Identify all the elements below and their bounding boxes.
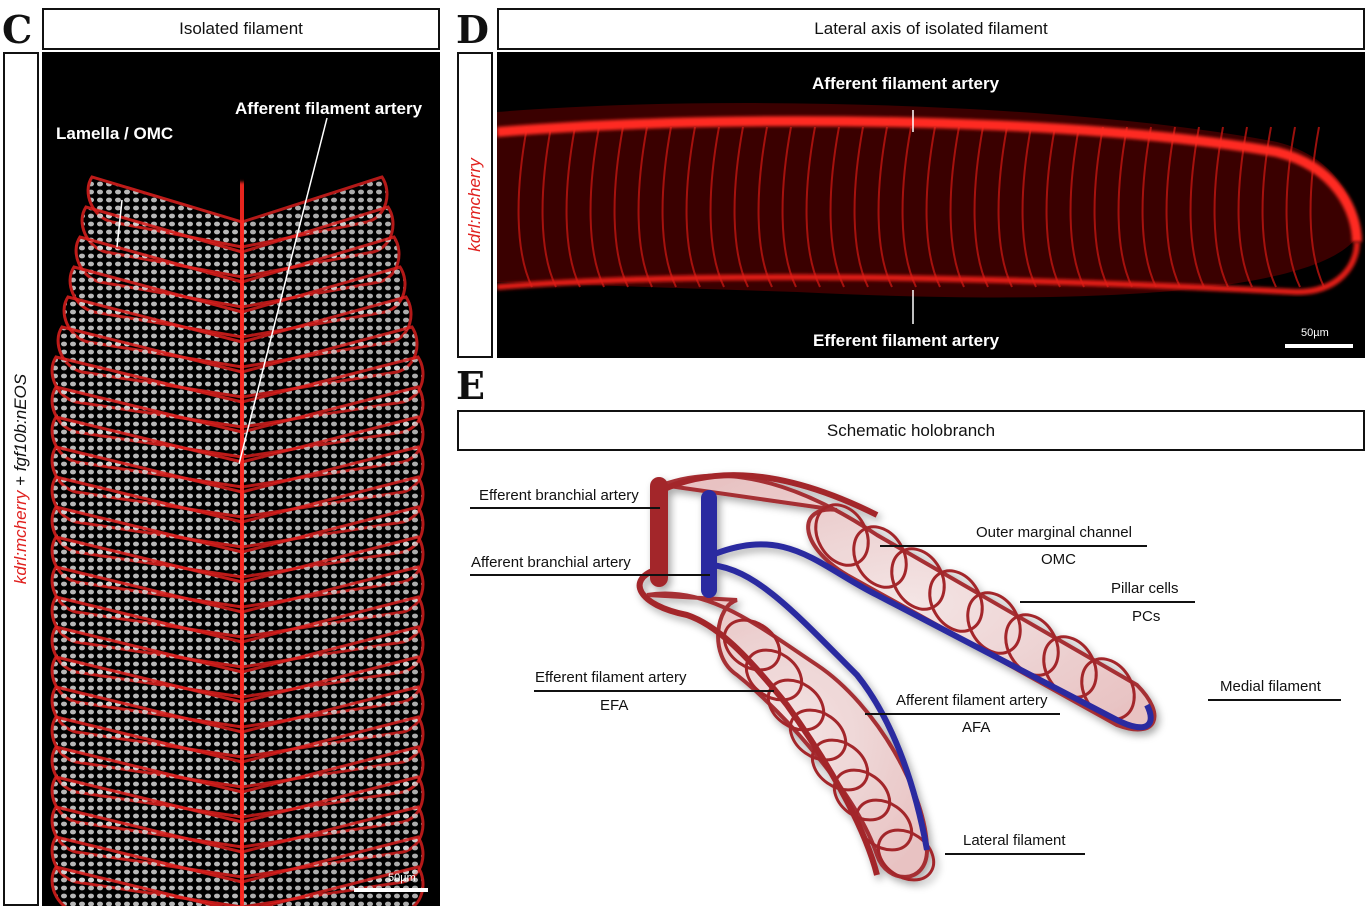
lamella bbox=[1213, 126, 1229, 288]
lamella-loop bbox=[1042, 635, 1098, 699]
lamella-loop bbox=[890, 547, 946, 611]
lamella-loop bbox=[814, 503, 870, 567]
annotation-afa: Afferent filament artery bbox=[235, 99, 423, 118]
panel-d-title-text: Lateral axis of isolated filament bbox=[814, 19, 1048, 38]
panel-letter-c: C bbox=[2, 7, 33, 52]
lamella-loop bbox=[928, 569, 984, 633]
panel-d-image: Afferent filament artery Efferent filame… bbox=[497, 52, 1365, 358]
filament-micrograph bbox=[50, 117, 425, 906]
lamella bbox=[781, 126, 797, 288]
lamella bbox=[709, 126, 725, 288]
lamella bbox=[973, 126, 989, 288]
panel-d-side-label: kdrl:mcherry bbox=[457, 52, 493, 358]
label-plus: + bbox=[11, 471, 30, 491]
label-omc-abbr: OMC bbox=[1041, 551, 1076, 568]
label-afferent-branchial-artery: Afferent branchial artery bbox=[471, 554, 631, 571]
panel-c-title-text: Isolated filament bbox=[179, 19, 303, 38]
leader-line bbox=[1208, 699, 1341, 701]
lamella bbox=[1141, 126, 1157, 288]
label-afa: Afferent filament artery bbox=[896, 692, 1048, 709]
annotation-efa-d: Efferent filament artery bbox=[813, 331, 1000, 350]
lamella bbox=[1093, 126, 1109, 288]
lamella-loop bbox=[876, 828, 936, 882]
lamella bbox=[1165, 126, 1181, 288]
label-lateral-filament: Lateral filament bbox=[963, 832, 1066, 849]
annotation-afa-d: Afferent filament artery bbox=[812, 74, 1000, 93]
scale-bar bbox=[354, 888, 428, 892]
annotation-lamella: Lamella / OMC bbox=[56, 124, 174, 143]
scale-bar-d bbox=[1285, 344, 1353, 348]
lamella bbox=[1069, 126, 1085, 288]
lamella bbox=[1189, 126, 1205, 288]
label-medial-filament: Medial filament bbox=[1220, 678, 1321, 695]
lamella bbox=[685, 126, 701, 288]
label-fgf10b: fgf10b:nEOS bbox=[11, 373, 30, 472]
lamella bbox=[50, 865, 224, 906]
lateral-micrograph bbox=[497, 103, 1362, 324]
lamella bbox=[757, 126, 773, 288]
lamella-loop bbox=[854, 798, 914, 852]
leader-line bbox=[865, 713, 1060, 715]
lamella bbox=[589, 126, 605, 288]
label-kdrl: kdrl:mcherry bbox=[11, 490, 30, 585]
lamella bbox=[877, 126, 893, 288]
label-pillar-cells: Pillar cells bbox=[1111, 580, 1179, 597]
holobranch-schematic bbox=[636, 472, 1157, 882]
scale-bar-label: 50µm bbox=[388, 872, 416, 884]
lamella bbox=[925, 126, 941, 288]
lamella-loop bbox=[1080, 657, 1136, 721]
label-afa-abbr: AFA bbox=[962, 719, 991, 736]
scale-bar-label-d: 50µm bbox=[1301, 327, 1329, 339]
label-efa-abbr: EFA bbox=[600, 697, 629, 714]
label-pcs: PCs bbox=[1132, 608, 1161, 625]
leader-line bbox=[880, 545, 1147, 547]
lamella bbox=[259, 865, 425, 906]
panel-c-side-label: kdrl:mcherry + fgf10b:nEOS bbox=[3, 52, 39, 906]
lamella bbox=[949, 126, 965, 288]
panel-c-side-text: kdrl:mcherry + fgf10b:nEOS bbox=[11, 374, 31, 584]
leader-line bbox=[534, 690, 774, 692]
lamella-loop bbox=[722, 618, 782, 672]
panel-d-side-text: kdrl:mcherry bbox=[465, 158, 484, 252]
lamella bbox=[853, 126, 869, 288]
lamella bbox=[565, 126, 581, 288]
panel-letter-e: E bbox=[456, 363, 485, 408]
lamella bbox=[661, 126, 677, 288]
leader-line bbox=[945, 853, 1085, 855]
label-omc: Outer marginal channel bbox=[976, 524, 1132, 541]
panel-e-title: Schematic holobranch bbox=[457, 410, 1365, 451]
lamella bbox=[901, 126, 917, 288]
panel-letter-d: D bbox=[456, 7, 489, 52]
leader-line bbox=[1020, 601, 1195, 603]
lamella bbox=[637, 126, 653, 288]
panel-c-title: Isolated filament bbox=[42, 8, 440, 50]
label-efferent-branchial-artery: Efferent branchial artery bbox=[479, 487, 639, 504]
panel-d-title: Lateral axis of isolated filament bbox=[497, 8, 1365, 50]
lamella bbox=[805, 126, 821, 288]
lamella bbox=[1309, 126, 1325, 288]
lamella bbox=[1021, 126, 1037, 288]
lamella-loop bbox=[1004, 613, 1060, 677]
lamella bbox=[1045, 126, 1061, 288]
lamella bbox=[541, 126, 557, 288]
lamella bbox=[829, 126, 845, 288]
leader-line bbox=[470, 574, 710, 576]
lamella-loop bbox=[966, 591, 1022, 655]
lamella bbox=[1285, 126, 1301, 288]
lamella bbox=[1117, 126, 1133, 288]
panel-c-image: Lamella / OMC Afferent filament artery 5… bbox=[42, 52, 440, 906]
leader-line bbox=[470, 507, 660, 509]
lamella bbox=[733, 126, 749, 288]
lamella bbox=[517, 126, 533, 288]
panel-e-title-text: Schematic holobranch bbox=[826, 420, 996, 440]
lamella bbox=[613, 126, 629, 288]
lamella bbox=[997, 126, 1013, 288]
label-efa: Efferent filament artery bbox=[535, 669, 687, 686]
